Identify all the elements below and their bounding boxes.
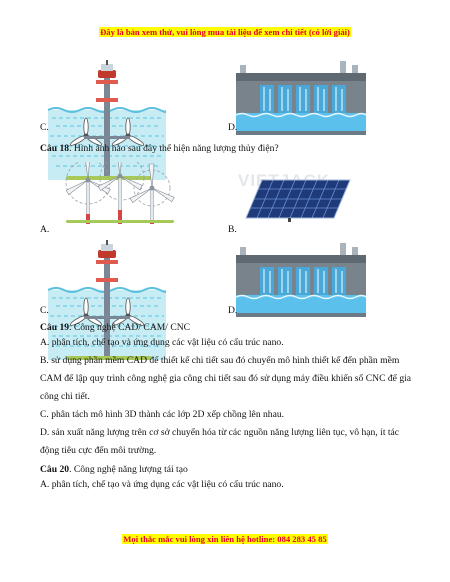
question-20-number: Câu 20 <box>40 464 70 475</box>
prev-option-d-label: D. <box>228 122 238 133</box>
q19-answer-d: D. sản xuất năng lượng trên cơ sở chuyển… <box>40 427 400 457</box>
hydro-dam-illustration-2 <box>236 242 366 317</box>
q19-answer-a: A. phân tích, chế tạo và ứng dụng các vậ… <box>40 337 284 348</box>
q18-option-b-label: B. <box>228 224 237 235</box>
question-20: Câu 20. Công nghệ năng lượng tái tạo <box>40 464 188 475</box>
q18-option-c-label: C. <box>40 305 49 316</box>
question-18-text: . Hình ảnh nào sau đây thể hiện năng lượ… <box>69 143 279 154</box>
wind-turbines-illustration <box>65 162 175 224</box>
solar-panel-illustration: VIETJACK <box>238 171 351 222</box>
preview-notice-text: Đây là bản xem thử, vui lòng mua tài liệ… <box>99 27 351 37</box>
hotline-text: Mọi thắc mắc vui lòng xin liên hệ hotlin… <box>122 534 328 544</box>
q18-option-d-label: D. <box>228 305 238 316</box>
q18-option-a-label: A. <box>40 224 50 235</box>
q19-answer-c: C. phân tách mô hình 3D thành các lớp 2D… <box>40 409 285 420</box>
question-19: Câu 19. Công nghệ CAD/ CAM/ CNC <box>40 322 190 333</box>
hotline-banner: Mọi thắc mắc vui lòng xin liên hệ hotlin… <box>0 534 450 544</box>
hydro-dam-illustration <box>236 60 366 135</box>
question-20-text: . Công nghệ năng lượng tái tạo <box>69 464 188 475</box>
q19-answer-b: B. sử dụng phần mềm CAD để thiết kế chi … <box>40 355 412 403</box>
question-18-number: Câu 18 <box>40 143 70 154</box>
q20-answer-a: A. phân tích, chế tạo và ứng dụng các vậ… <box>40 479 284 490</box>
preview-notice-banner: Đây là bản xem thử, vui lòng mua tài liệ… <box>0 27 450 37</box>
question-19-number: Câu 19 <box>40 322 70 333</box>
prev-option-c-label: C. <box>40 122 49 133</box>
question-19-text: . Công nghệ CAD/ CAM/ CNC <box>69 322 191 333</box>
question-18: Câu 18. Hình ảnh nào sau đây thể hiện nă… <box>40 143 279 154</box>
